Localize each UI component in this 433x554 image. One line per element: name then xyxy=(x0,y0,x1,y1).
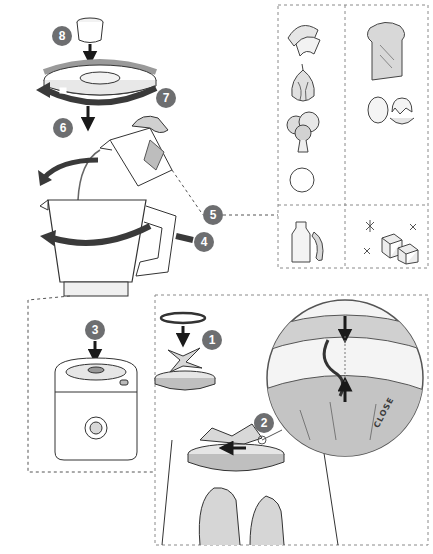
callout-number: 2 xyxy=(254,413,274,433)
button xyxy=(120,380,128,385)
callout-number: 8 xyxy=(52,26,72,46)
align-arrow xyxy=(344,384,347,402)
rotate-arrow xyxy=(176,236,193,240)
step-arrow xyxy=(94,341,97,356)
control-knob xyxy=(90,422,102,434)
lid-opening xyxy=(80,72,120,84)
broccoli-icon xyxy=(298,140,308,152)
onion-icon xyxy=(292,64,315,101)
jar-base xyxy=(64,282,128,296)
step-arrow xyxy=(182,326,185,340)
jar-handle xyxy=(136,206,176,276)
rotation-marking: CLOSE xyxy=(372,395,396,429)
measuring-jug xyxy=(100,140,112,150)
egg-icon xyxy=(390,118,414,124)
broccoli-icon xyxy=(295,125,311,141)
leader-line xyxy=(223,215,278,216)
callout-number: 4 xyxy=(194,232,214,252)
jar-outline xyxy=(162,440,338,545)
callout-number: 3 xyxy=(85,320,105,340)
onion-icon xyxy=(298,82,308,100)
control-knob xyxy=(85,417,107,439)
coupling xyxy=(66,364,126,380)
egg-icon xyxy=(368,97,388,123)
blade-unit xyxy=(155,378,215,390)
rotate-arrow xyxy=(52,226,150,243)
orange-icon xyxy=(290,168,314,192)
blade xyxy=(168,348,202,372)
lid xyxy=(44,65,156,95)
hand xyxy=(199,488,240,545)
blade-unit xyxy=(188,454,284,471)
callout-number: 7 xyxy=(156,88,176,108)
coupling xyxy=(88,367,104,373)
motor-base xyxy=(55,358,137,460)
bayonet-slot xyxy=(324,340,343,396)
milk-bottle-icon xyxy=(292,222,310,262)
motor-base xyxy=(55,392,137,393)
twist-arrow xyxy=(226,447,246,450)
food-panel xyxy=(278,5,428,268)
align-line xyxy=(345,336,346,384)
rotate-arrow-head xyxy=(36,82,50,98)
zoom-content xyxy=(262,315,430,460)
hand xyxy=(132,116,168,132)
panel-divider xyxy=(345,5,346,268)
snowflake-icon xyxy=(364,220,416,254)
measuring-jug xyxy=(110,128,172,186)
jar-spout xyxy=(40,200,48,210)
step-arrow xyxy=(87,106,90,124)
lock-icon xyxy=(60,88,66,93)
rotate-arrow-head xyxy=(40,230,56,246)
callout-number: 1 xyxy=(202,330,222,350)
pour-arrow-head xyxy=(38,170,52,186)
panel-divider xyxy=(278,205,428,206)
liquid-stream xyxy=(78,150,100,200)
cucumber-icon xyxy=(296,37,320,56)
rotate-arrow xyxy=(46,88,156,103)
blade-unit-edge xyxy=(262,375,430,460)
ribs xyxy=(300,402,376,440)
hand xyxy=(250,496,284,545)
step-arrow xyxy=(89,44,92,58)
jug-contents xyxy=(144,140,164,170)
blade xyxy=(200,424,262,444)
bread-icon xyxy=(367,22,404,80)
leader-line xyxy=(172,170,203,215)
leader-line xyxy=(28,296,155,472)
ice-cube-icon xyxy=(398,244,418,264)
sealing-ring xyxy=(161,313,205,323)
banana-icon xyxy=(312,232,323,261)
measuring-cap xyxy=(77,22,103,43)
pour-arrow xyxy=(44,160,98,178)
bread-icon xyxy=(380,45,394,68)
callout-number: 6 xyxy=(53,118,73,138)
egg-icon xyxy=(392,98,412,114)
jar-rim xyxy=(262,315,430,352)
zoom-spot xyxy=(258,436,266,444)
callout-number: 5 xyxy=(203,205,223,225)
align-arrow xyxy=(344,316,347,336)
